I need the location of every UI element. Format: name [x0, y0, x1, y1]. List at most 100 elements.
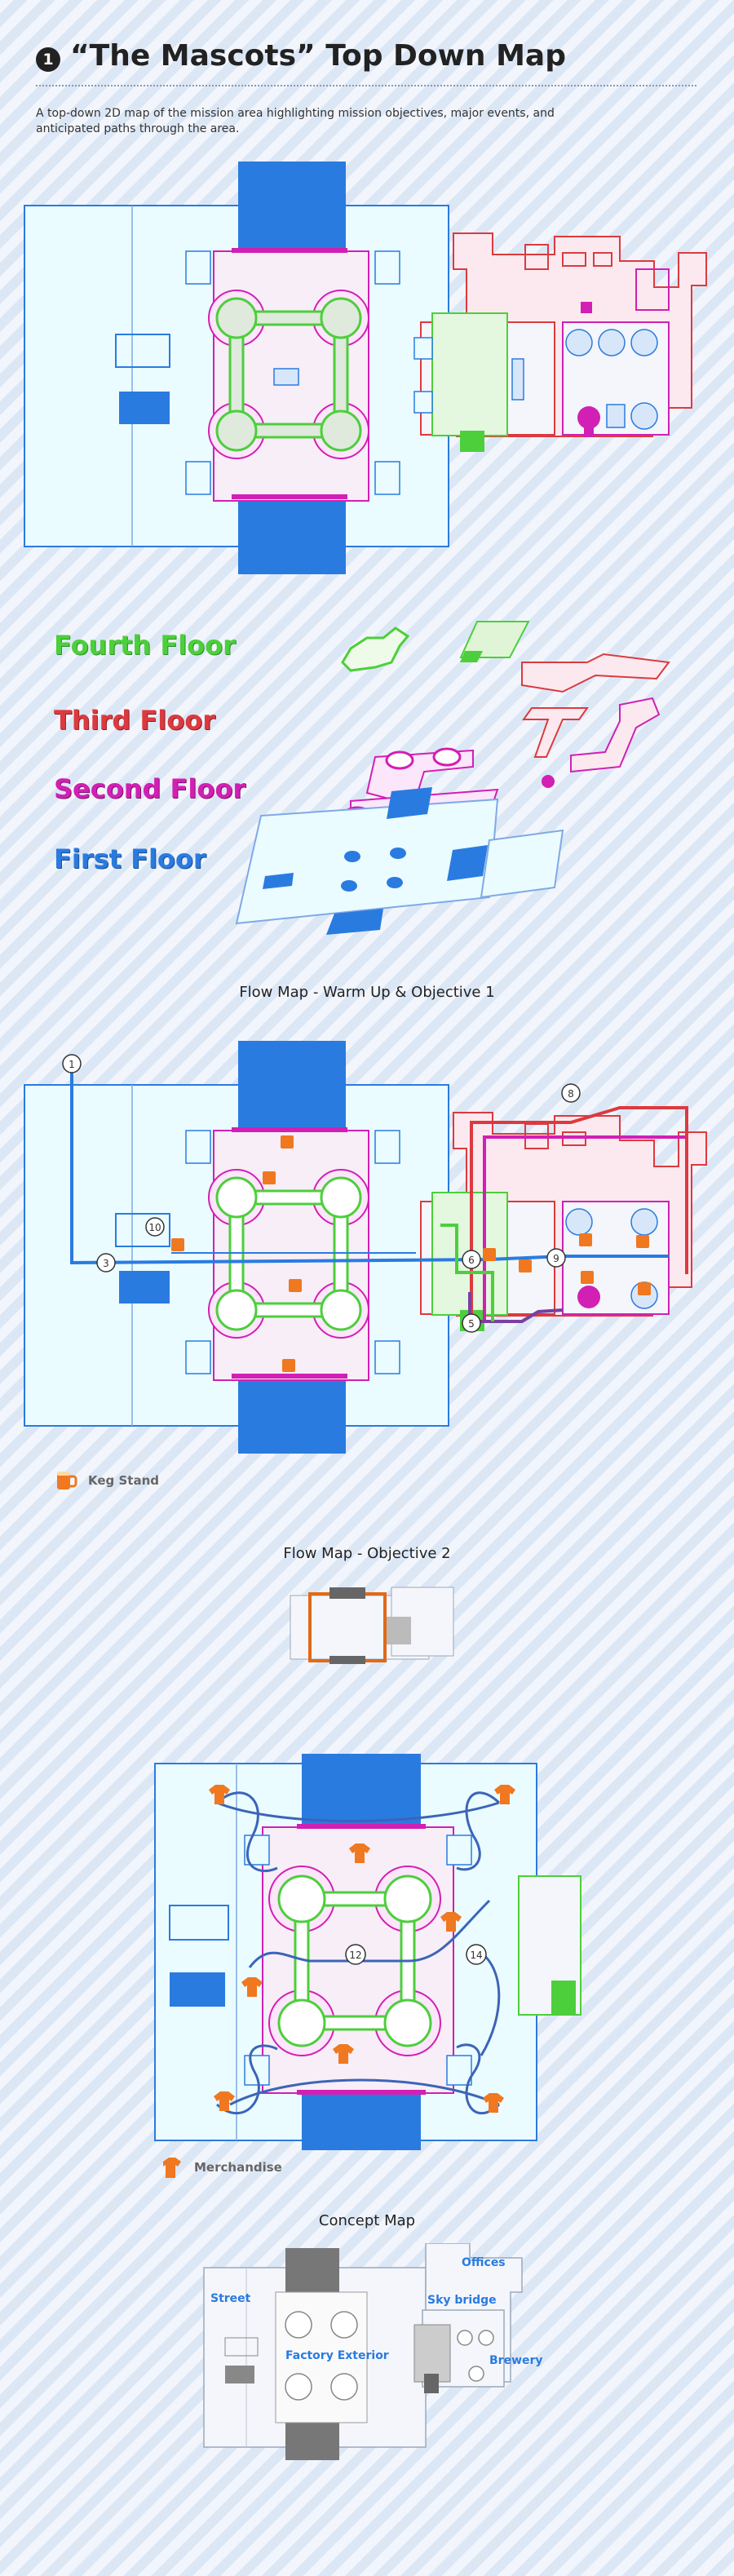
concept-label-factory-exterior: Factory Exterior — [285, 2349, 389, 2362]
corner-room-sw — [185, 461, 211, 495]
tank-sw — [215, 409, 258, 452]
marker-circle-10 — [145, 1217, 165, 1237]
beer-mug-icon — [282, 1359, 295, 1372]
brew-tank-3 — [630, 329, 658, 356]
tank-sw — [215, 1289, 258, 1331]
fourth-floor-bridge — [459, 621, 530, 658]
marker-circle-3 — [96, 1253, 116, 1273]
marker-12: 12 — [349, 1950, 361, 1961]
marker-8: 8 — [568, 1088, 574, 1100]
brew-vat-magenta — [577, 406, 600, 429]
beer-mug-icon — [636, 1235, 649, 1248]
second-floor-label: Second Floor — [54, 773, 246, 804]
t-shirt-icon — [209, 1785, 230, 1804]
truck-block — [170, 1972, 225, 2007]
first-floor-bridge-block — [447, 845, 488, 881]
center-platform — [273, 368, 299, 386]
concept-label-offices: Offices — [462, 2256, 506, 2269]
north-entrance-block — [238, 1041, 346, 1132]
fourth-floor-ring — [341, 626, 410, 672]
first-floor-label: First Floor — [54, 843, 206, 874]
fourth-floor-label: Fourth Floor — [54, 630, 236, 661]
beer-mug-icon — [579, 1233, 592, 1246]
corner-room-ne — [446, 1835, 472, 1866]
third-floor-label: Third Floor — [54, 705, 215, 736]
corner-room-sw — [185, 1340, 211, 1374]
patrol-path — [216, 1801, 500, 1822]
corner-room-nw — [185, 250, 211, 285]
south-entrance-block — [302, 2093, 421, 2150]
concept-label-street: Street — [210, 2292, 251, 2305]
kiosk-outline — [169, 1905, 229, 1941]
flow-map-1: 1 3 5 6 8 9 10 — [24, 1041, 707, 1454]
beer-mug-icon — [289, 1279, 302, 1292]
brew-tank-2 — [598, 329, 626, 356]
concept-map-title: Concept Map — [318, 2212, 416, 2229]
sky-bridge-stairs — [460, 431, 484, 452]
flow-map-2: 12 14 — [154, 1754, 581, 2150]
corner-room-nw — [185, 1130, 211, 1164]
tank-nw — [277, 1874, 326, 1923]
flow-path-green — [440, 1224, 494, 1321]
north-balcony — [297, 1824, 426, 1829]
concept-tank-1 — [285, 2311, 312, 2339]
bridge-pillar — [511, 358, 524, 401]
beer-mug-icon — [263, 1171, 276, 1184]
south-balcony — [232, 494, 347, 499]
brew-tank-1 — [565, 329, 593, 356]
concept-truck — [225, 2366, 254, 2383]
patrol-path — [248, 1899, 491, 1968]
patrol-path — [216, 1791, 278, 1873]
concept-south-block — [285, 2423, 339, 2460]
flow-map-2-overview — [290, 1587, 454, 1664]
flow-path-red — [470, 1106, 688, 1321]
first-floor-north-block — [387, 787, 432, 819]
first-floor-tank-3 — [341, 880, 357, 892]
office-room-a — [524, 244, 549, 270]
page-title: “The Mascots” Top Down Map — [70, 39, 566, 73]
tank-se — [320, 409, 362, 452]
beer-mug-icon — [281, 1135, 294, 1149]
flow-map-1-title: Flow Map - Warm Up & Objective 1 — [239, 984, 495, 1001]
first-floor-south-block — [326, 909, 383, 935]
beer-mug-icon — [638, 1282, 651, 1295]
first-floor-brewery — [480, 829, 564, 899]
marker-3: 3 — [103, 1258, 109, 1269]
tank-nw — [215, 1176, 258, 1219]
marker-circle-1 — [62, 1054, 82, 1073]
corner-room-ne — [374, 250, 400, 285]
patrol-path — [229, 2078, 500, 2106]
beer-mug-icon — [171, 1238, 184, 1251]
vat-stand — [584, 424, 594, 437]
beer-mug-icon — [57, 1472, 77, 1489]
concept-brew-tank-3 — [468, 2366, 484, 2382]
north-balcony — [232, 1127, 347, 1132]
first-floor-tank-4 — [387, 877, 403, 888]
marker-5: 5 — [468, 1318, 475, 1330]
concept-tank-3 — [285, 2373, 312, 2401]
truck-block — [119, 392, 170, 424]
legend-keg-stand: Keg Stand — [88, 1473, 160, 1488]
concept-tank-4 — [330, 2373, 358, 2401]
t-shirt-icon — [241, 1977, 263, 1997]
brew-vat-magenta — [577, 1286, 600, 1308]
corner-room-se — [446, 2055, 472, 2086]
flow-path-blue — [70, 1064, 669, 1265]
exit-marker — [581, 302, 592, 313]
marker-9: 9 — [553, 1253, 559, 1264]
page-description: A top-down 2D map of the mission area hi… — [36, 107, 555, 135]
concept-tank-2 — [330, 2311, 358, 2339]
first-floor-tank-2 — [390, 848, 406, 859]
office-room-b — [562, 252, 586, 267]
corner-room-se — [374, 461, 400, 495]
first-floor-truck — [263, 873, 294, 889]
brew-tank-4 — [630, 402, 658, 430]
t-shirt-icon — [349, 1843, 370, 1863]
corner-room-se — [374, 1340, 400, 1374]
patrol-path — [216, 2044, 278, 2115]
office-room-c — [593, 252, 612, 267]
south-balcony — [297, 2090, 426, 2095]
south-balcony — [232, 1374, 347, 1379]
t-shirt-icon — [483, 2093, 504, 2113]
section-number-badge: 1 — [36, 47, 60, 72]
